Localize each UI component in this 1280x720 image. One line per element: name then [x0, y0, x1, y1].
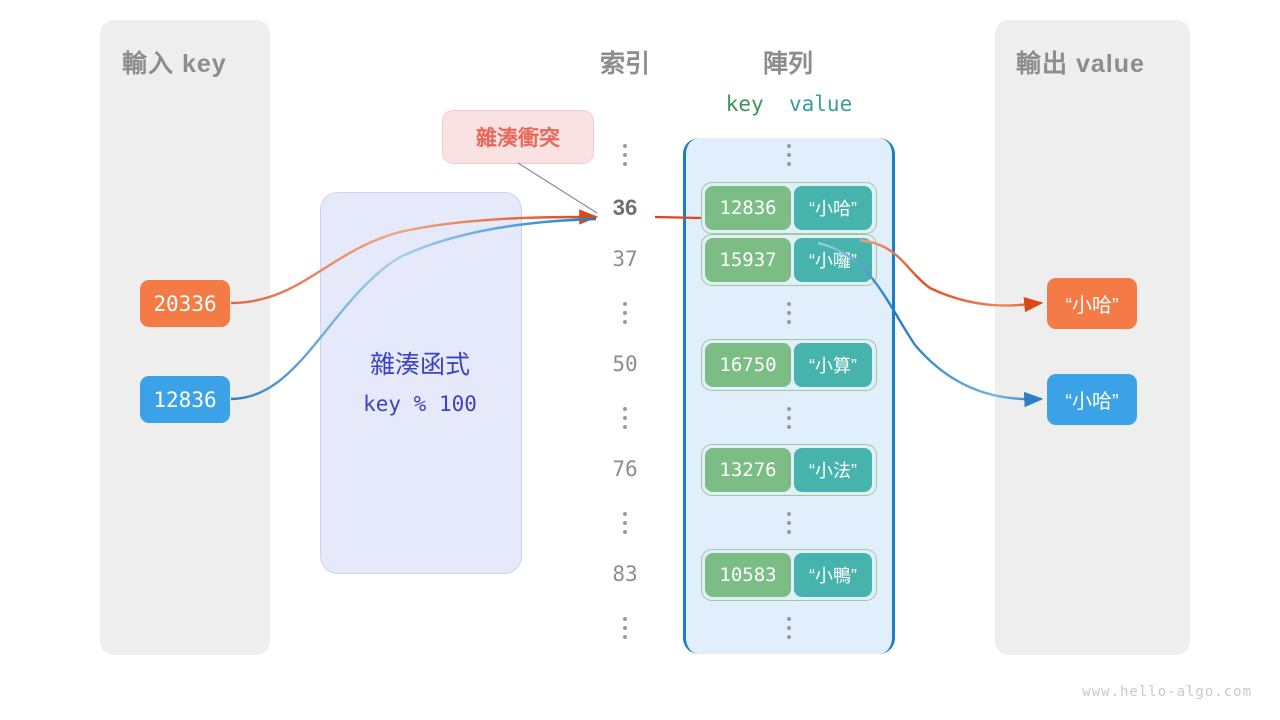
index-ellipsis: [623, 511, 627, 534]
index-label-76: 76: [612, 457, 638, 481]
index-label-36: 36: [612, 194, 638, 220]
value-header-label: value: [789, 92, 853, 116]
index-label-83: 83: [612, 562, 638, 586]
index-ellipsis: [623, 301, 627, 324]
array-column-header: 陣列: [762, 50, 813, 78]
collision-leader-line: [517, 162, 598, 214]
array-ellipsis: [787, 511, 791, 534]
input-key-chip-1[interactable]: 12836: [140, 376, 230, 423]
key-header-label: key: [725, 92, 764, 116]
watermark: www.hello-algo.com: [1082, 684, 1252, 700]
array-entry-50[interactable]: 16750“小算”: [701, 339, 877, 391]
entry-key: 16750: [705, 343, 791, 387]
input-key-chip-0[interactable]: 20336: [140, 280, 230, 327]
kv-header-gap: [764, 92, 789, 116]
input-panel-title: 輸入 key: [122, 50, 227, 78]
index-ellipsis: [623, 144, 627, 166]
array-ellipsis: [787, 301, 791, 324]
entry-key: 10583: [705, 553, 791, 597]
array-entry-36[interactable]: 12836“小哈”: [701, 181, 877, 234]
array-ellipsis: [787, 406, 791, 429]
index-column-header: 索引: [599, 50, 650, 78]
output-value-panel: [995, 20, 1190, 655]
index-ellipsis: [623, 616, 627, 639]
output-value-chip-0[interactable]: “小哈”: [1047, 278, 1137, 329]
array-ellipsis: [787, 616, 791, 639]
entry-value: “小鴨”: [794, 553, 872, 597]
index-label-50: 50: [612, 352, 638, 376]
array-entry-37[interactable]: 15937“小囉”: [701, 234, 877, 286]
entry-key: 12836: [705, 185, 791, 230]
array-entry-76[interactable]: 13276“小法”: [701, 444, 877, 496]
entry-key: 15937: [705, 238, 791, 282]
array-ellipsis: [787, 144, 791, 166]
hash-function-formula: key % 100: [363, 392, 477, 416]
hash-function-label: 雜湊函式: [369, 351, 470, 379]
hash-function-box: [320, 192, 522, 574]
output-panel-title: 輸出 value: [1016, 50, 1145, 78]
entry-key: 13276: [705, 448, 791, 492]
index-ellipsis: [623, 406, 627, 429]
entry-value: “小算”: [794, 343, 872, 387]
input-key-panel: [100, 20, 270, 655]
output-value-chip-1[interactable]: “小哈”: [1047, 374, 1137, 425]
hash-collision-callout: 雜湊衝突: [442, 110, 594, 164]
entry-value: “小法”: [794, 448, 872, 492]
array-entry-83[interactable]: 10583“小鴨”: [701, 549, 877, 601]
key-value-header: key value: [683, 92, 895, 116]
entry-value: “小囉”: [794, 238, 872, 282]
index-label-37: 37: [612, 247, 638, 271]
entry-value: “小哈”: [794, 185, 872, 230]
